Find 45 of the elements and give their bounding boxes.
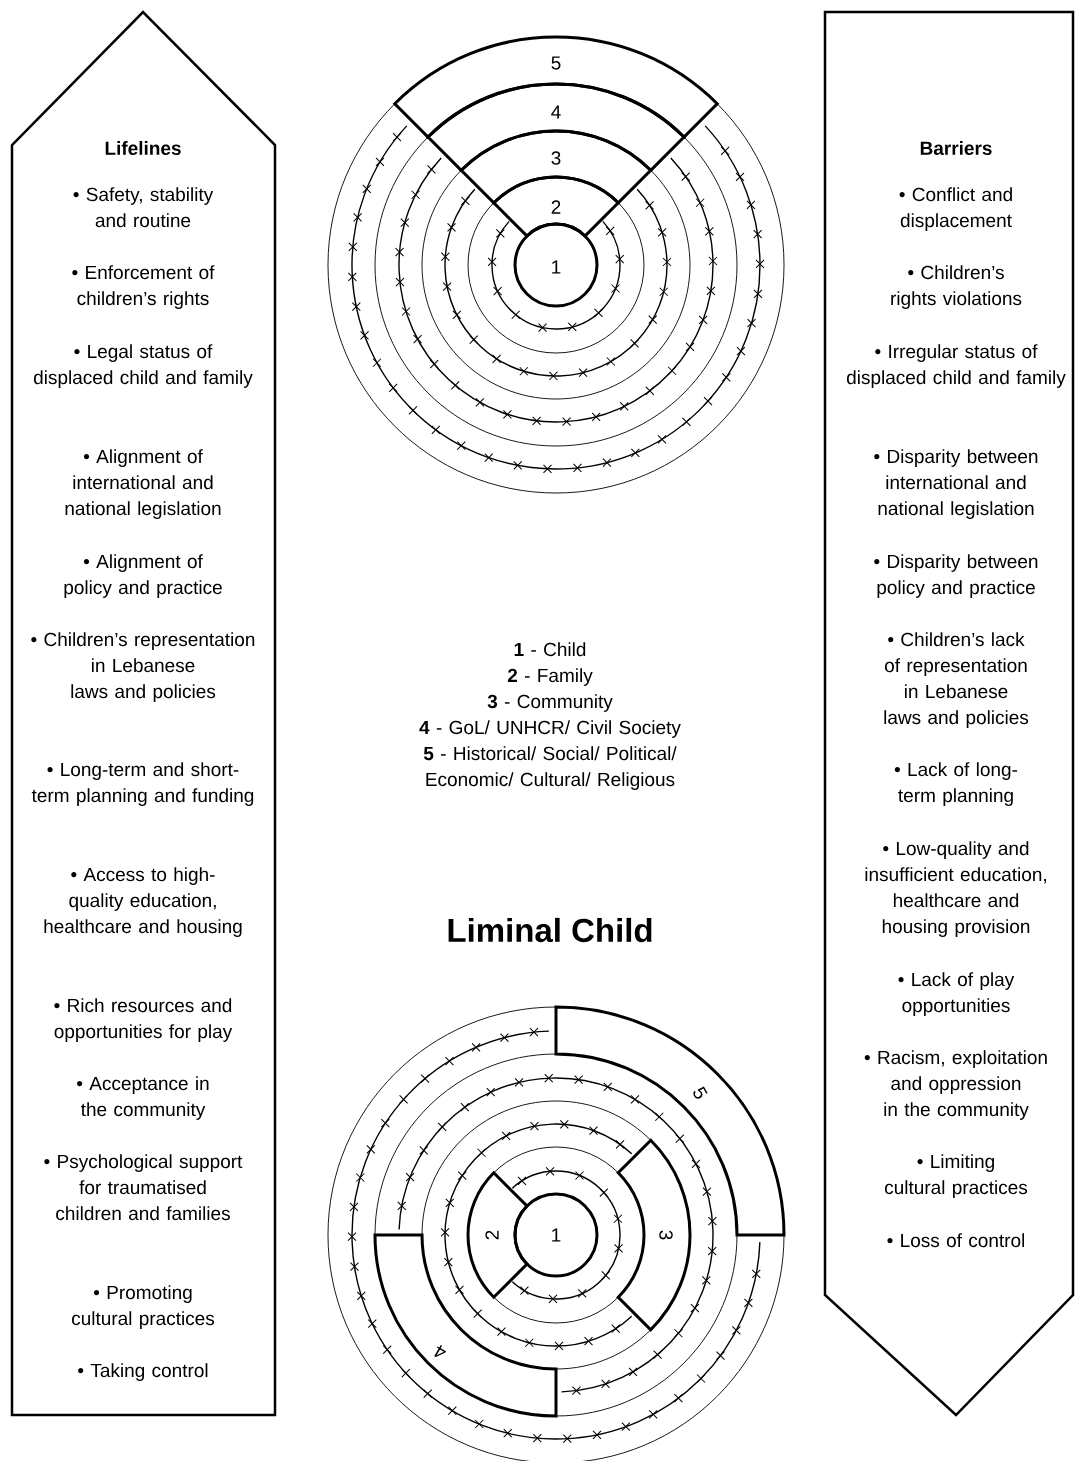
bullet-item: • Conflict and displacement (899, 187, 1012, 231)
bullet-item: • Acceptance in the community (77, 1076, 209, 1120)
bullet-item: • Low-quality and insufficient education, healthcare and housing provision (865, 841, 1046, 937)
bullet-item: • Children’s lack of representation in Lebanese laws and policies (884, 632, 1029, 728)
ring-number: 1 (552, 1228, 561, 1242)
bullet-item: • Legal status of displaced child and family (33, 344, 253, 388)
ring-number: 4 (551, 105, 561, 119)
ring-number: 1 (552, 260, 561, 274)
ring-number: 5 (693, 1086, 708, 1099)
bullet-item: • Lack of play opportunities (898, 972, 1015, 1016)
bullet-item: • Children’s representation in Lebanese laws and policies (31, 632, 255, 702)
key-line: 2 - Family (507, 668, 593, 686)
ring-number: 4 (434, 1344, 446, 1358)
title: Liminal Child (448, 917, 652, 943)
bullet-item: • Safety, stability and routine (73, 187, 214, 228)
key-line: 4 - GoL/ UNHCR/ Civil Society (419, 720, 681, 738)
bullet-item: • Alignment of policy and practice (64, 554, 222, 598)
panel-heading: Lifelines (105, 141, 181, 155)
bullet-item: • Disparity between international and national legislation (874, 449, 1038, 519)
ring-number: 3 (659, 1230, 673, 1240)
bullet-item: • Promoting cultural practices (72, 1285, 215, 1329)
bullet-item: • Disparity between policy and practice (874, 554, 1038, 598)
key-line: 3 - Community (487, 694, 613, 712)
bullet-item: • Long-term and short-term planning and funding (31, 762, 254, 806)
bullet-item: • Taking control (78, 1363, 208, 1381)
arrow-panel (10, 10, 277, 1417)
arrow-panel (823, 10, 1075, 1417)
bullet-item: • Rich resources and opportunities for play (54, 998, 233, 1042)
bullet-item: • Racism, exploitation and oppression in the community (864, 1050, 1047, 1120)
ring-number: 2 (485, 1230, 499, 1240)
bullet-item: • Loss of control (887, 1233, 1025, 1248)
ring-number: 5 (551, 56, 561, 70)
bullet-item: • Children’s rights violations (891, 265, 1022, 309)
ring-number: 2 (551, 200, 561, 214)
ring-number: 3 (551, 151, 561, 165)
bullet-item: • Access to high-quality education, healthcare and housing (44, 867, 242, 937)
bullet-item: • Irregular status of displaced child and family (846, 344, 1066, 388)
bullet-item: • Lack of long-term planning (894, 762, 1018, 806)
key-line: 5 - Historical/ Social/ Political/ Economic/ Cultural/ Religious (423, 746, 677, 790)
bullet-item: • Alignment of international and national legislation (65, 449, 221, 519)
bullet-item: • Psychological support for traumatised children and families (44, 1154, 243, 1221)
panel-heading: Barriers (920, 141, 992, 155)
bullet-item: • Enforcement of children’s rights (72, 265, 215, 309)
key-line: 1 - Child (514, 642, 586, 657)
bullet-item: • Limiting cultural practices (885, 1154, 1028, 1198)
